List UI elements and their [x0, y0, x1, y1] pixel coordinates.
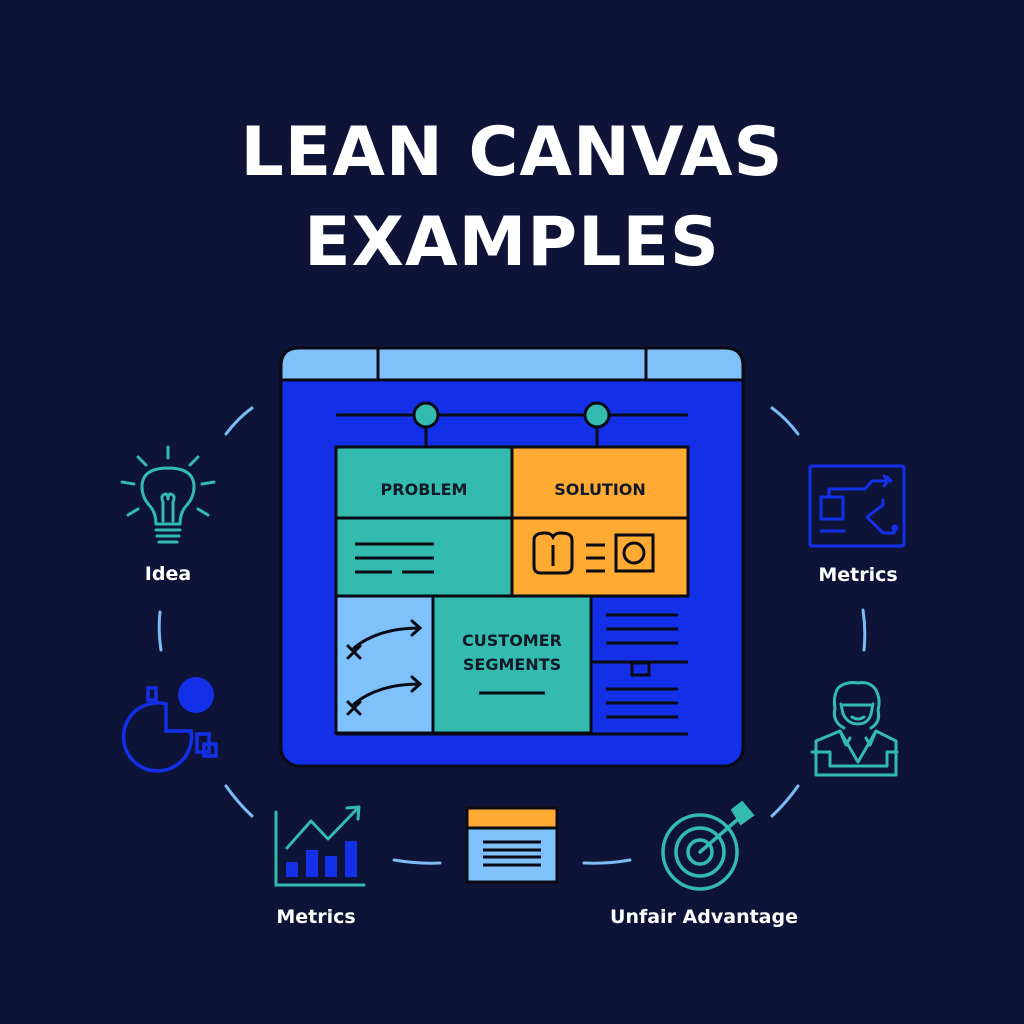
- target-arrow-icon: [661, 800, 755, 891]
- pie-shapes-icon: [121, 677, 218, 773]
- lightbulb-icon: [120, 445, 216, 544]
- orbit-label-metrics-bottom: Metrics: [276, 906, 356, 928]
- title-line-1: LEAN CANVAS: [240, 113, 784, 192]
- document-lines-icon: [336, 596, 688, 736]
- orbit-dashed-ring: [157, 406, 867, 865]
- orbit-label-unfair-advantage: Unfair Advantage: [610, 906, 798, 928]
- problem-label: PROBLEM: [380, 480, 468, 499]
- customer-segments-cell: [431, 594, 593, 735]
- document-window-icon: [465, 806, 559, 884]
- bar-chart-trend-icon: [274, 805, 366, 887]
- title-line-2: EXAMPLES: [304, 203, 720, 282]
- orbit-label-idea: Idea: [144, 563, 192, 585]
- customer-segments-line-1: CUSTOMER: [462, 631, 562, 650]
- orbit-label-metrics-right: Metrics: [818, 564, 898, 586]
- solution-label: SOLUTION: [554, 480, 646, 499]
- solution-icons: [532, 531, 655, 575]
- text-lines-icon: [355, 542, 434, 574]
- timeline-pin-1: [412, 401, 440, 429]
- circuit-board-icon: [808, 464, 906, 548]
- businesswoman-icon: [810, 681, 899, 777]
- square-circle-icon: [614, 533, 655, 573]
- arrows-icon: [346, 619, 423, 716]
- page-title: LEAN CANVAS EXAMPLES: [0, 108, 1024, 288]
- lean-canvas-window: [279, 346, 745, 768]
- shield-icon: [532, 531, 574, 575]
- customer-segments-label: CUSTOMER SEGMENTS: [433, 629, 591, 677]
- timeline-pin-2: [583, 401, 611, 429]
- customer-segments-line-2: SEGMENTS: [462, 655, 562, 674]
